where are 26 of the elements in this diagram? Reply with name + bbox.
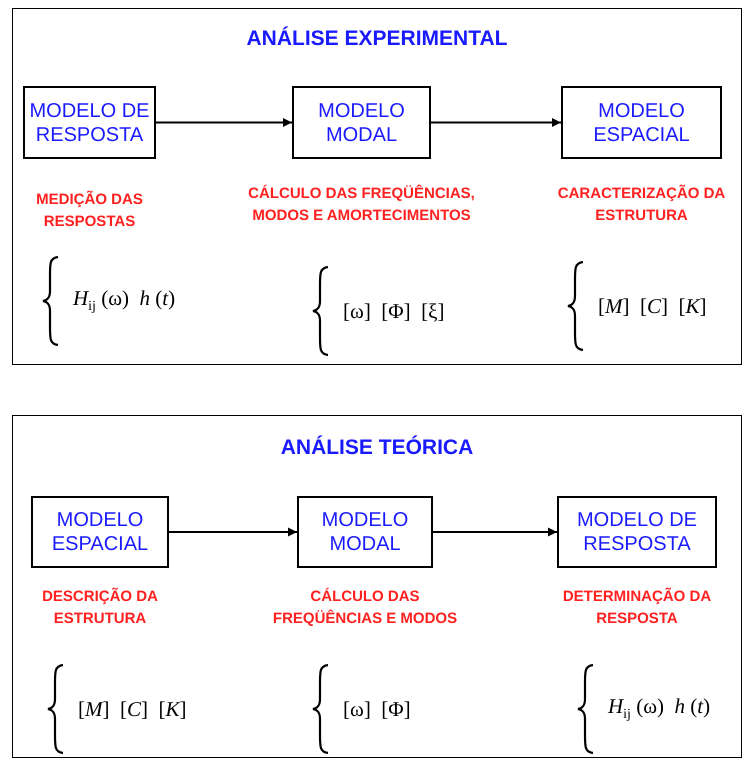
formula-text: [ω] [Φ]	[343, 696, 411, 722]
model-box: MODELO MODAL	[297, 496, 433, 568]
model-box: MODELO ESPACIAL	[561, 86, 722, 159]
arrow	[431, 118, 561, 127]
arrow	[169, 528, 297, 536]
panel-title: ANÁLISE TEÓRICA	[280, 436, 474, 460]
step-description: CARACTERIZAÇÃO DA ESTRUTURA	[556, 184, 726, 226]
arrow	[433, 528, 557, 536]
step-description: MEDIÇÃO DAS RESPOSTAS	[35, 190, 144, 232]
step-description: CÁLCULO DAS FREQÜÊNCIAS E MODOS	[272, 586, 458, 629]
model-box: MODELO DE RESPOSTA	[557, 496, 717, 568]
step-description: DETERMINAÇÃO DA RESPOSTA	[562, 586, 712, 629]
model-box: MODELO MODAL	[292, 86, 431, 159]
step-description: CÁLCULO DAS FREQÜÊNCIAS, MODOS E AMORTECIMENTOS	[247, 184, 476, 226]
model-box: MODELO DE RESPOSTA	[23, 86, 156, 159]
panel-title: ANÁLISE EXPERIMENTAL	[246, 27, 508, 51]
step-description: DESCRIÇÃO DA ESTRUTURA	[41, 586, 159, 629]
formula-text: H$_{ij}$ (ω) h (t)	[608, 694, 710, 724]
model-box: MODELO ESPACIAL	[31, 496, 169, 568]
formula-text: [ω] [Φ] [ξ]	[343, 298, 444, 324]
formula-text: [M] [C] [K]	[78, 696, 187, 722]
panel-frame	[12, 8, 742, 365]
formula-text: H$_{ij}$ (ω) h (t)	[73, 286, 176, 316]
arrow	[156, 118, 292, 127]
formula-text: [M] [C] [K]	[598, 294, 707, 318]
panel-frame	[12, 415, 742, 758]
